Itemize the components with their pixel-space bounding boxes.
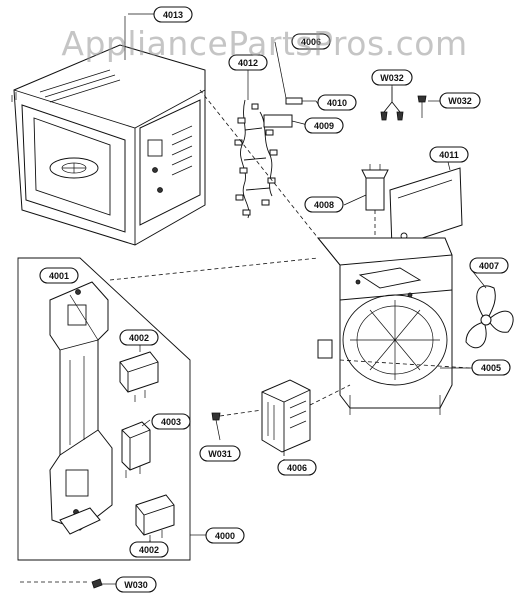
label-4010: 4010 xyxy=(327,98,347,108)
label-4007: 4007 xyxy=(479,261,499,271)
label-4006-bottom: 4006 xyxy=(287,463,307,473)
screw-w030 xyxy=(91,578,103,589)
part-labels: 4013 4012 4006 4010 4009 W032 W032 4011 … xyxy=(39,6,511,593)
magnetron xyxy=(361,164,389,248)
label-4002-lower: 4002 xyxy=(139,545,159,555)
microwave-cabinet xyxy=(11,44,206,246)
label-4003: 4003 xyxy=(161,417,181,427)
fan-motor xyxy=(261,379,351,462)
latch-board xyxy=(49,281,113,535)
label-4009: 4009 xyxy=(314,121,334,131)
label-4012: 4012 xyxy=(238,58,258,68)
micro-switch-middle xyxy=(121,421,151,478)
fan-duct-assembly xyxy=(316,237,453,415)
label-4013: 4013 xyxy=(163,10,183,20)
label-4008: 4008 xyxy=(314,200,334,210)
screws-w032 xyxy=(380,87,427,121)
label-w032-right: W032 xyxy=(448,96,472,106)
door-latch-box xyxy=(17,257,191,561)
label-4001: 4001 xyxy=(49,271,69,281)
label-w032-left: W032 xyxy=(380,73,404,83)
label-4000: 4000 xyxy=(215,531,235,541)
label-4002-upper: 4002 xyxy=(129,333,149,343)
label-4005: 4005 xyxy=(481,363,501,373)
label-w030: W030 xyxy=(124,580,148,590)
micro-switch-upper xyxy=(119,351,159,402)
connector-parts xyxy=(263,97,316,128)
screw-w031 xyxy=(211,409,263,441)
label-4011: 4011 xyxy=(439,150,459,160)
label-4006-top: 4006 xyxy=(301,37,321,47)
mica-cover xyxy=(389,167,463,249)
label-w031: W031 xyxy=(208,449,232,459)
fan-blade xyxy=(465,285,514,349)
micro-switch-lower xyxy=(135,494,175,542)
